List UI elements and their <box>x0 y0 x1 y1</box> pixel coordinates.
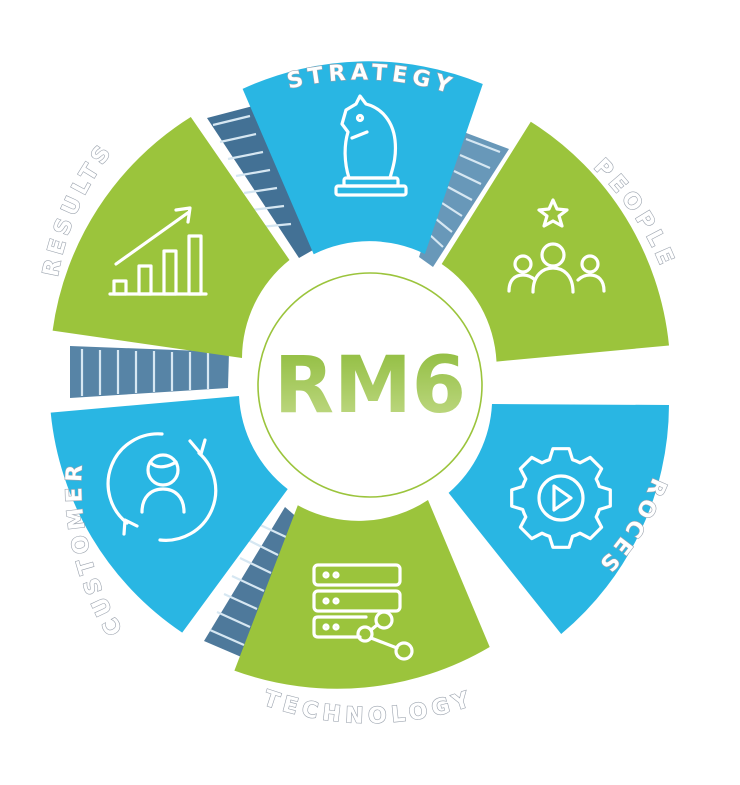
label-technology: TECHNOLOGY <box>260 686 477 729</box>
center-label: RM6 <box>274 341 466 431</box>
server-share-icon <box>312 563 414 661</box>
connector-strategy-people <box>419 131 509 267</box>
wheel-segments <box>50 61 669 689</box>
connector-technology-customer <box>204 507 300 659</box>
gear-play-icon <box>510 447 612 549</box>
growth-chart-icon <box>108 206 208 296</box>
connector-bands <box>70 106 509 659</box>
segment-people[interactable] <box>441 121 669 362</box>
customer-cycle-icon <box>106 432 218 542</box>
center-hub: RM6 <box>252 267 488 503</box>
connector-results-strategy <box>207 106 313 258</box>
chess-knight-icon <box>334 94 408 197</box>
segment-results[interactable] <box>52 117 290 358</box>
segment-strategy[interactable] <box>242 61 483 255</box>
connector-customer-results <box>70 346 229 398</box>
segment-technology[interactable] <box>234 500 490 689</box>
segment-customer[interactable] <box>50 396 288 633</box>
team-star-icon <box>507 198 606 294</box>
